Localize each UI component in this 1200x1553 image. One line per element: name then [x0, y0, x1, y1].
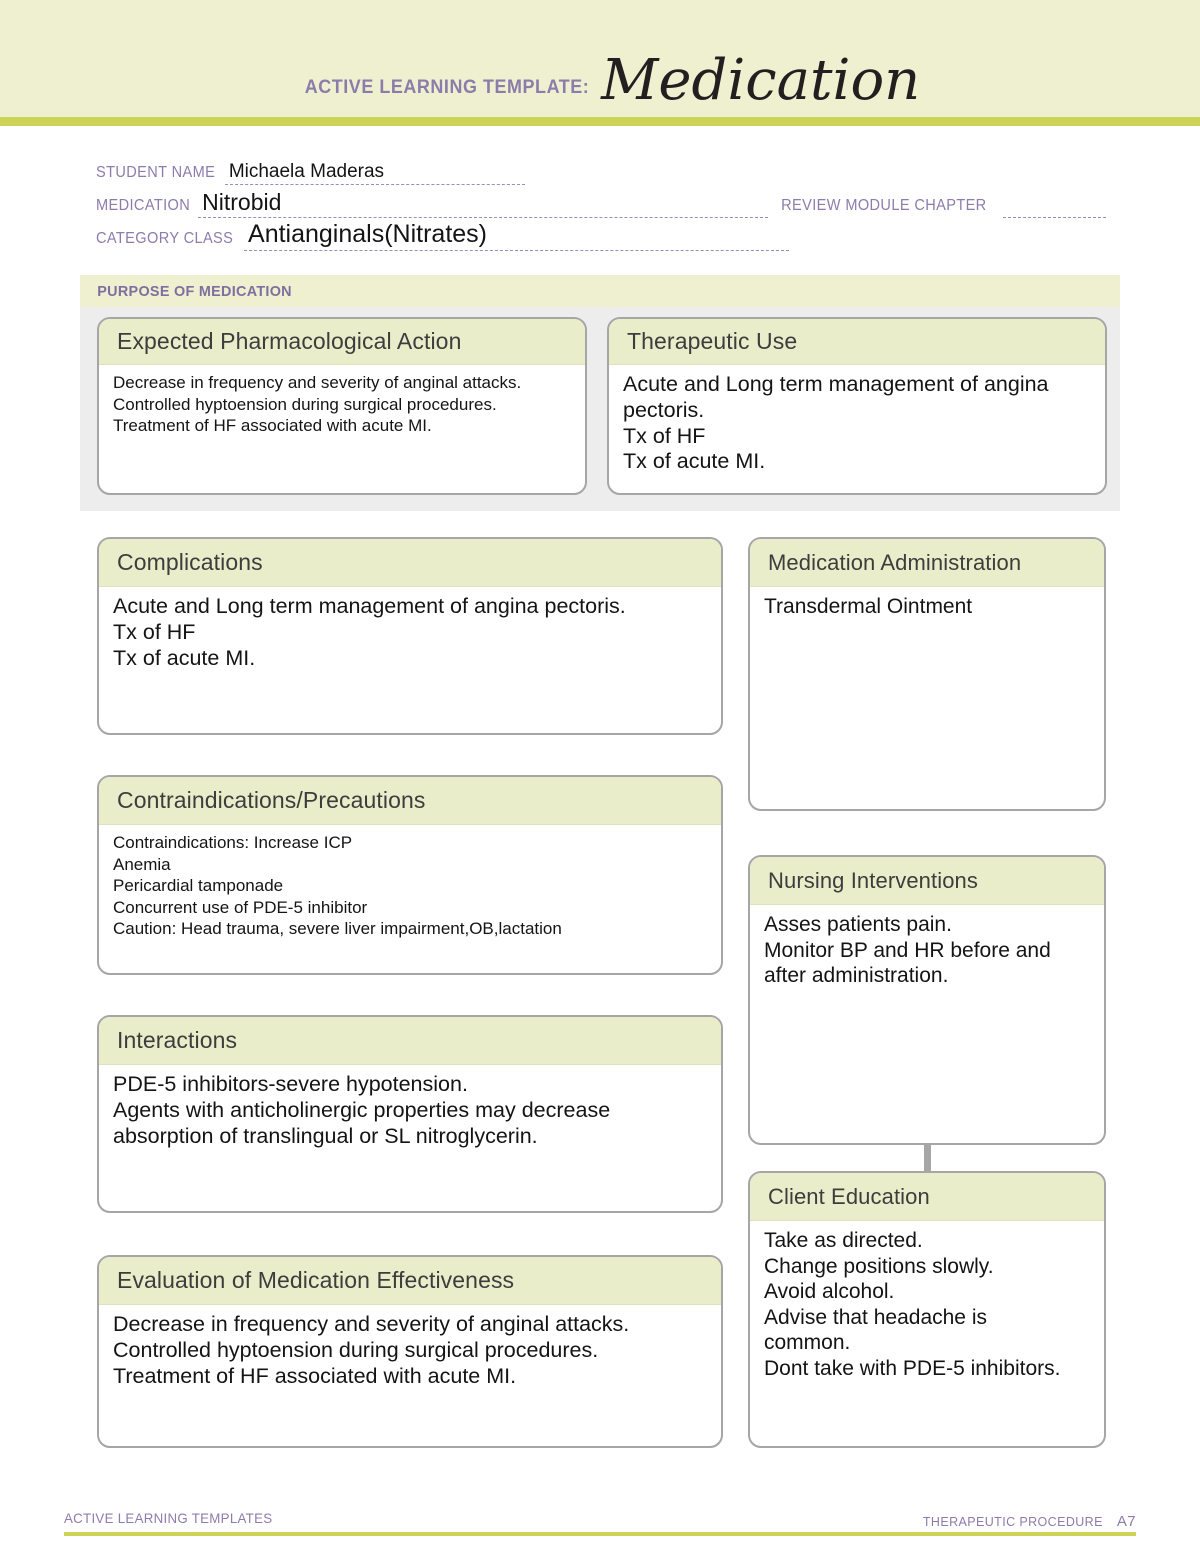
card-header: Client Education	[750, 1173, 1104, 1221]
footer-section-label: THERAPEUTIC PROCEDURE	[922, 1515, 1103, 1529]
card-body[interactable]: Contraindications: Increase ICP Anemia P…	[99, 825, 721, 940]
card-text: Decrease in frequency and severity of an…	[113, 373, 522, 436]
card-text: Acute and Long term management of angina…	[113, 594, 626, 670]
footer-page-number: A7	[1116, 1513, 1136, 1530]
footer-brand: ACTIVE LEARNING TEMPLATES	[64, 1510, 273, 1526]
form-fields: STUDENT NAME Michaela Maderas MEDICATION…	[96, 152, 1106, 251]
student-name-value: Michaela Maderas	[228, 161, 385, 182]
card-text: Transdermal Ointment	[764, 595, 973, 618]
footer-meta: THERAPEUTIC PROCEDURE A7	[923, 1513, 1136, 1530]
template-label: ACTIVE LEARNING TEMPLATE:	[304, 76, 590, 98]
card-body[interactable]: Decrease in frequency and severity of an…	[99, 365, 585, 437]
card-header: Evaluation of Medication Effectiveness	[99, 1257, 721, 1305]
card-title: Complications	[117, 549, 263, 575]
review-module-label: REVIEW MODULE CHAPTER	[781, 197, 988, 214]
category-class-label: CATEGORY CLASS	[96, 230, 234, 247]
card-title: Client Education	[768, 1183, 930, 1209]
header: ACTIVE LEARNING TEMPLATE: Medication	[0, 0, 1200, 117]
card-header: Contraindications/Precautions	[99, 777, 721, 825]
card-title: Contraindications/Precautions	[117, 787, 426, 813]
card-contraindications-precautions: Contraindications/Precautions Contraindi…	[97, 775, 723, 975]
card-text: Contraindications: Increase ICP Anemia P…	[113, 833, 562, 939]
card-evaluation-of-medication-effectiveness: Evaluation of Medication Effectiveness D…	[97, 1255, 723, 1448]
medication-value: Nitrobid	[202, 189, 282, 215]
card-title: Interactions	[117, 1027, 238, 1053]
card-body[interactable]: Acute and Long term management of angina…	[609, 365, 1105, 475]
card-title: Medication Administration	[768, 549, 1022, 575]
card-text: Take as directed. Change positions slowl…	[764, 1229, 1061, 1381]
card-title: Expected Pharmacological Action	[117, 328, 462, 354]
card-body[interactable]: PDE-5 inhibitors-severe hypotension. Age…	[99, 1065, 721, 1149]
card-expected-pharmacological-action: Expected Pharmacological Action Decrease…	[97, 317, 587, 495]
medication-field[interactable]: Nitrobid	[198, 189, 769, 218]
card-body[interactable]: Take as directed. Change positions slowl…	[750, 1221, 1104, 1382]
card-title: Evaluation of Medication Effectiveness	[117, 1267, 515, 1293]
card-nursing-interventions: Nursing Interventions Asses patients pai…	[748, 855, 1106, 1145]
medication-label: MEDICATION	[96, 197, 191, 214]
student-name-label: STUDENT NAME	[96, 164, 216, 181]
student-name-field[interactable]: Michaela Maderas	[224, 158, 525, 185]
category-class-value: Antianginals(Nitrates)	[248, 220, 488, 248]
card-therapeutic-use: Therapeutic Use Acute and Long term mana…	[607, 317, 1107, 495]
card-header: Expected Pharmacological Action	[99, 319, 585, 365]
card-body[interactable]: Acute and Long term management of angina…	[99, 587, 721, 671]
card-header: Medication Administration	[750, 539, 1104, 587]
card-text: PDE-5 inhibitors-severe hypotension. Age…	[113, 1072, 611, 1148]
header-rule	[0, 117, 1200, 126]
category-class-field[interactable]: Antianginals(Nitrates)	[244, 220, 790, 251]
card-body[interactable]: Asses patients pain. Monitor BP and HR b…	[750, 905, 1104, 989]
card-text: Asses patients pain. Monitor BP and HR b…	[764, 913, 1051, 988]
footer-rule	[64, 1532, 1136, 1536]
card-body[interactable]: Decrease in frequency and severity of an…	[99, 1305, 721, 1389]
card-header: Therapeutic Use	[609, 319, 1105, 365]
card-complications: Complications Acute and Long term manage…	[97, 537, 723, 735]
card-body[interactable]: Transdermal Ointment	[750, 587, 1104, 620]
card-interactions: Interactions PDE-5 inhibitors-severe hyp…	[97, 1015, 723, 1213]
card-header: Interactions	[99, 1017, 721, 1065]
card-client-education: Client Education Take as directed. Chang…	[748, 1171, 1106, 1448]
student-name-row: STUDENT NAME Michaela Maderas	[96, 152, 1106, 185]
card-header: Complications	[99, 539, 721, 587]
card-title: Nursing Interventions	[768, 867, 978, 893]
header-band	[0, 0, 1200, 117]
card-text: Acute and Long term management of angina…	[623, 372, 1049, 474]
card-text: Decrease in frequency and severity of an…	[113, 1312, 630, 1388]
card-title: Therapeutic Use	[627, 328, 798, 354]
card-header: Nursing Interventions	[750, 857, 1104, 905]
purpose-band: PURPOSE OF MEDICATION	[80, 275, 1120, 307]
purpose-band-title: PURPOSE OF MEDICATION	[97, 282, 292, 300]
nursing-to-client-connector	[924, 1143, 931, 1173]
category-class-row: CATEGORY CLASS Antianginals(Nitrates)	[96, 218, 1106, 251]
card-medication-administration: Medication Administration Transdermal Oi…	[748, 537, 1106, 811]
review-module-field[interactable]	[1003, 191, 1106, 218]
medication-row: MEDICATION Nitrobid REVIEW MODULE CHAPTE…	[96, 185, 1106, 218]
page-title: Medication	[601, 48, 921, 113]
